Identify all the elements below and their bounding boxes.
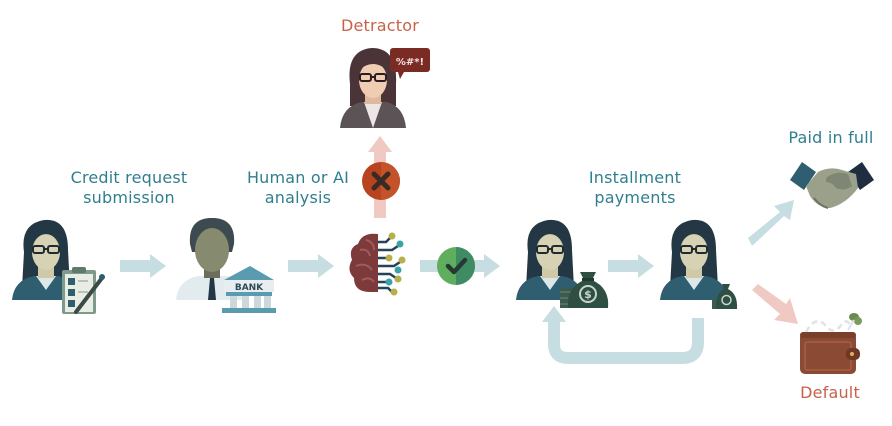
empty-wallet-icon (800, 313, 862, 374)
label-installments: Installment payments (565, 168, 705, 208)
label-line: Credit request (70, 168, 188, 187)
label-line: Human or AI (246, 168, 350, 187)
arrow-to-default (752, 284, 798, 324)
speech-text: %#*! (396, 57, 424, 68)
bank-sign: BANK (235, 283, 264, 293)
ai-brain-icon (349, 232, 406, 296)
bank-building-icon: BANK (222, 266, 276, 313)
label-credit-request: Credit request submission (40, 168, 218, 208)
handshake-icon (790, 162, 874, 209)
speech-bubble-icon: %#*! (390, 48, 430, 79)
label-analysis: Human or AI analysis (228, 168, 368, 208)
woman-with-money-bag-icon: $ (516, 219, 609, 308)
label-line: submission (83, 188, 175, 207)
label-line: Installment (588, 168, 682, 187)
arrow-bank-to-analysis (288, 254, 334, 278)
arrow-to-paid-in-full (748, 200, 794, 246)
angry-woman-icon: %#*! (340, 48, 430, 128)
arrow-submission-to-bank (120, 254, 166, 278)
banker-with-bank-icon: BANK (176, 218, 276, 313)
x-icon (362, 162, 400, 200)
small-money-bag-icon (712, 284, 738, 309)
label-line: analysis (264, 188, 332, 207)
check-icon (437, 247, 475, 285)
arrow-installment-to-installment (608, 254, 654, 278)
woman-with-small-money-bag-icon (660, 219, 738, 309)
label-paid-in-full: Paid in full (788, 128, 874, 147)
label-default: Default (800, 383, 860, 402)
money-symbol: $ (584, 288, 592, 301)
label-line: payments (594, 188, 676, 207)
money-bag-icon: $ (560, 272, 609, 308)
loop-arrow-repeat-payment (542, 306, 704, 364)
woman-with-clipboard-icon (12, 219, 105, 314)
label-detractor: Detractor (340, 16, 420, 35)
